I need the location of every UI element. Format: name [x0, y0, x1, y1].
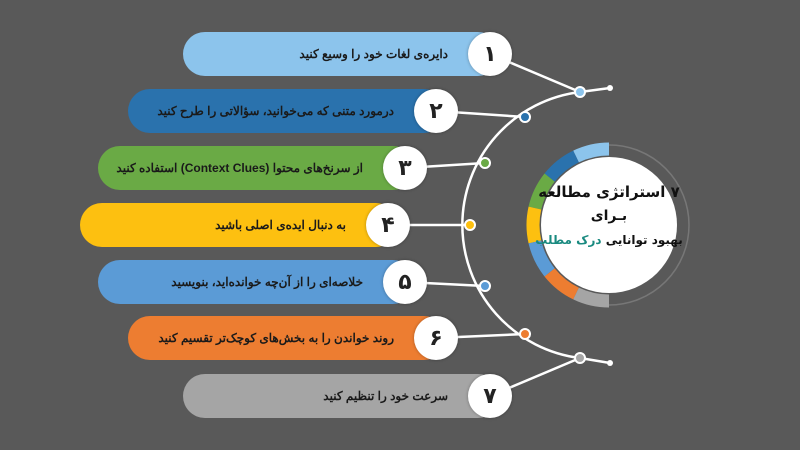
strategy-label: از سرنخ‌های محتوا (Context Clues) استفاد…	[116, 161, 363, 175]
ring-segment	[573, 287, 610, 308]
title-line-2: بـرای	[590, 208, 628, 224]
connector-dot	[574, 352, 586, 364]
ring-segment	[573, 142, 610, 163]
connector-dot	[574, 86, 586, 98]
ring-segment	[528, 240, 555, 277]
ring-segment	[528, 173, 555, 210]
connector-dot	[479, 157, 491, 169]
strategy-number-badge: ۴	[366, 203, 410, 247]
title-line-1: ۷ استراتژی مطالعه	[538, 183, 680, 201]
strategy-pill-4: به دنبال ایده‌ی اصلی باشید	[80, 203, 398, 247]
strategy-label: به دنبال ایده‌ی اصلی باشید	[215, 218, 346, 232]
strategy-number-badge: ۷	[468, 374, 512, 418]
title-line-3-prefix: بهبود توانایی	[605, 233, 683, 247]
strategy-label: روند خواندن را به بخش‌های کوچک‌تر تقسیم …	[158, 331, 394, 345]
ring-segment	[544, 268, 580, 300]
connector-end-dot	[607, 85, 613, 91]
strategy-number-badge: ۳	[383, 146, 427, 190]
center-circle	[541, 157, 677, 293]
strategy-number-badge: ۱	[468, 32, 512, 76]
ring-segment	[544, 150, 580, 182]
strategy-pill-1: دایره‌ی لغات خود را وسیع کنید	[183, 32, 500, 76]
connector-dot	[479, 280, 491, 292]
strategy-label: درمورد متنی که می‌خوانید، سؤالاتی را طرح…	[157, 104, 394, 118]
strategy-number-badge: ۶	[414, 316, 458, 360]
strategy-label: دایره‌ی لغات خود را وسیع کنید	[299, 47, 448, 61]
strategy-number-badge: ۲	[414, 89, 458, 133]
strategy-number-badge: ۵	[383, 260, 427, 304]
strategy-pill-7: سرعت خود را تنظیم کنید	[183, 374, 500, 418]
connector-dot	[519, 111, 531, 123]
ring-segment	[526, 206, 542, 244]
title-line-3-accent: درک مطلب	[535, 233, 602, 247]
strategy-pill-6: روند خواندن را به بخش‌های کوچک‌تر تقسیم …	[128, 316, 446, 360]
connector-end-dot	[607, 360, 613, 366]
strategy-label: خلاصه‌ای را از آن‌چه خوانده‌اید، بنویسید	[171, 275, 363, 289]
strategy-pill-3: از سرنخ‌های محتوا (Context Clues) استفاد…	[98, 146, 415, 190]
connector-dot	[464, 219, 476, 231]
title-line-3: بهبود توانایی درک مطلب	[527, 228, 691, 252]
strategy-label: سرعت خود را تنظیم کنید	[323, 389, 448, 403]
connector-dot	[519, 328, 531, 340]
center-title: ۷ استراتژی مطالعه بـرای بهبود توانایی در…	[527, 180, 691, 252]
strategy-pill-5: خلاصه‌ای را از آن‌چه خوانده‌اید، بنویسید	[98, 260, 415, 304]
strategy-pill-2: درمورد متنی که می‌خوانید، سؤالاتی را طرح…	[128, 89, 446, 133]
